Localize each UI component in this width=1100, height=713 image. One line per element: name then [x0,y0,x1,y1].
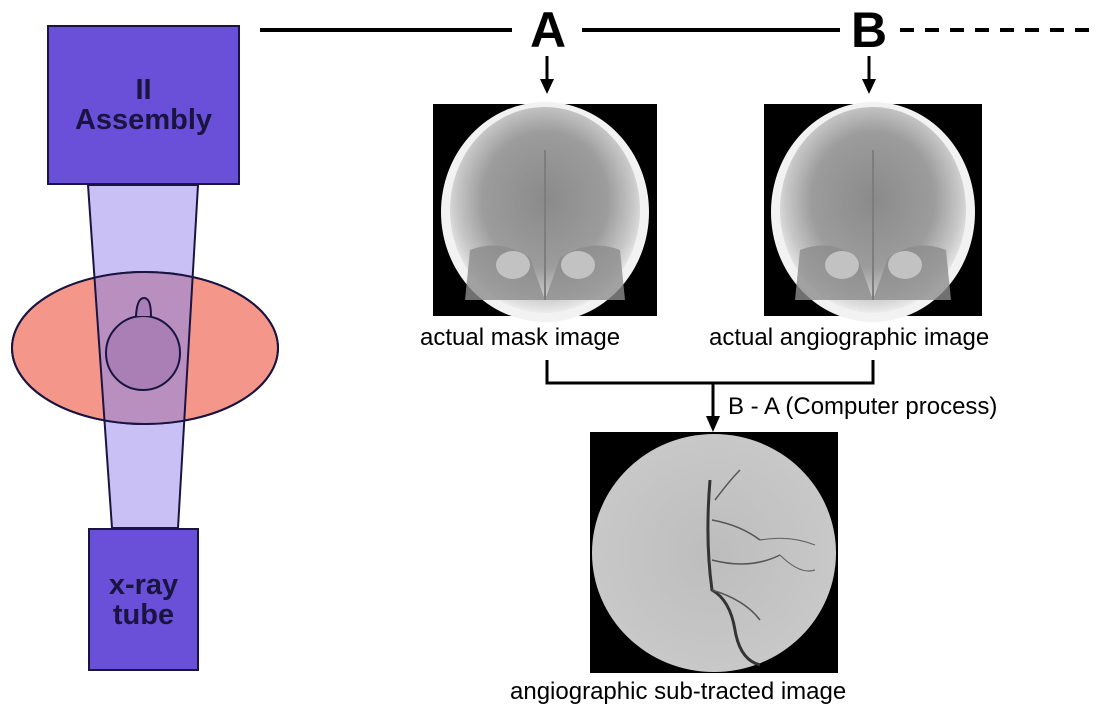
xray-tube-box: x-ray tube [88,528,199,671]
computer-process-label: B - A (Computer process) [728,393,997,421]
down-arrow-icon [540,56,554,94]
subtracted-image [590,432,838,673]
label-b: B [851,1,887,59]
xray-tube-line2: tube [113,600,174,630]
subtracted-image-caption: angiographic sub-tracted image [510,678,846,706]
patient-head [106,316,180,390]
down-arrow-icon [862,56,876,94]
angiographic-image [764,102,982,322]
ii-assembly-line2: Assembly [75,105,212,135]
xray-tube-line1: x-ray [109,570,178,600]
angiographic-image-caption: actual angiographic image [709,324,989,352]
mask-image [433,102,657,322]
ii-assembly-line1: II [135,75,151,105]
mask-image-caption: actual mask image [420,324,620,352]
label-a: A [530,1,566,59]
ii-assembly-box: II Assembly [47,25,240,185]
